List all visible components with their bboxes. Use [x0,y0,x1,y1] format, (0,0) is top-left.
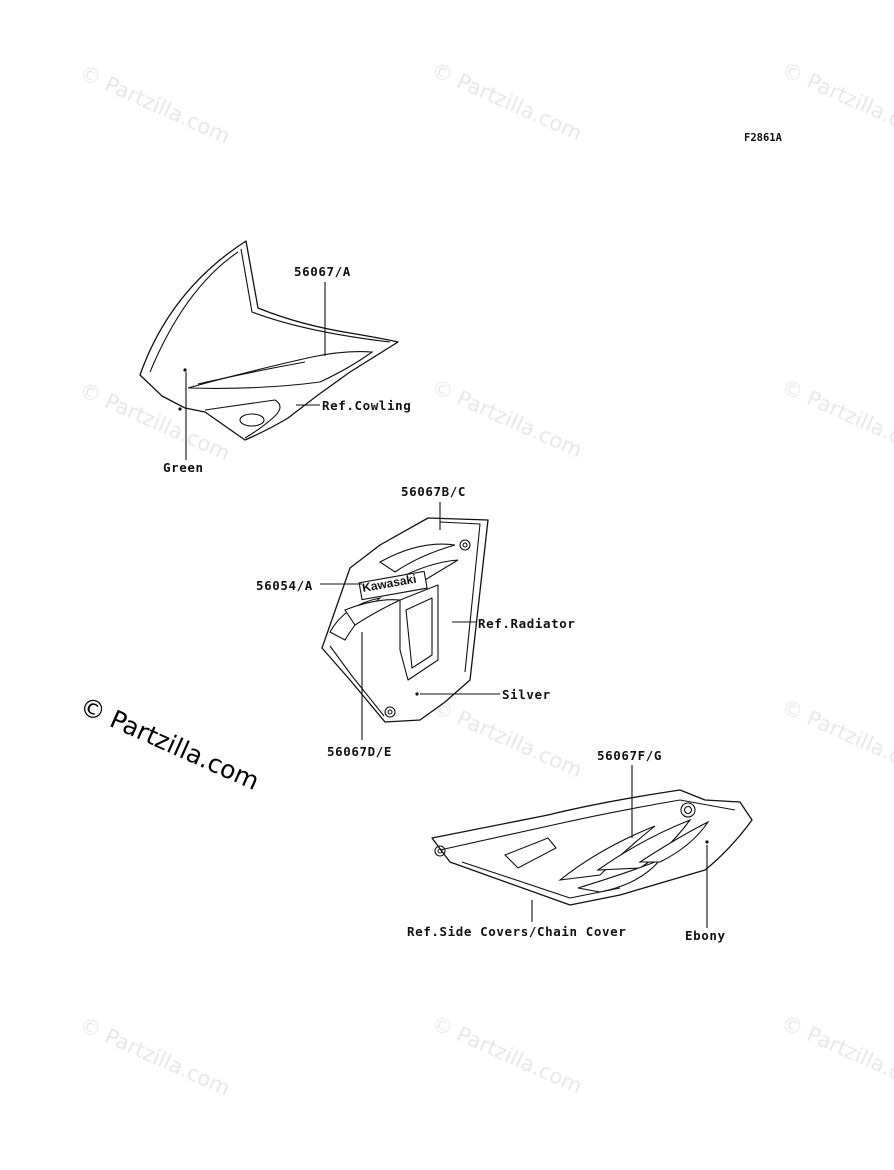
color-ebony-label: Ebony [685,928,726,943]
ref-cowling-label: Ref.Cowling [322,398,411,413]
ref-radiator-label: Ref.Radiator [478,616,576,631]
watermark: © Partzilla.com [76,1013,234,1101]
figure-code: F2861A [744,132,783,144]
part-number-56067fg: 56067F/G [597,748,662,763]
cowling-illustration [139,240,399,441]
part-number-56054a: 56054/A [256,578,313,593]
watermark-grid: © Partzilla.com © Partzilla.com © Partzi… [76,58,894,1101]
watermark: © Partzilla.com [778,58,894,146]
ref-side-covers-label: Ref.Side Covers/Chain Cover [407,924,626,939]
part-number-56067bc: 56067B/C [401,484,466,499]
side-cover-illustration [431,789,753,906]
part-number-56067de: 56067D/E [327,744,392,759]
watermark-prominent: © Partzilla.com [76,691,264,796]
watermark: © Partzilla.com [428,375,586,463]
watermark: © Partzilla.com [778,375,894,463]
color-green-label: Green [163,460,204,475]
shroud-illustration: Kawasaki [321,517,489,723]
part-number-56067a: 56067/A [294,264,351,279]
watermark: © Partzilla.com [428,695,586,783]
watermark: © Partzilla.com [778,695,894,783]
watermark: © Partzilla.com [76,61,234,149]
watermark: © Partzilla.com [428,58,586,146]
watermark: © Partzilla.com [778,1011,894,1099]
watermark: © Partzilla.com [428,1011,586,1099]
color-silver-label: Silver [502,687,551,702]
